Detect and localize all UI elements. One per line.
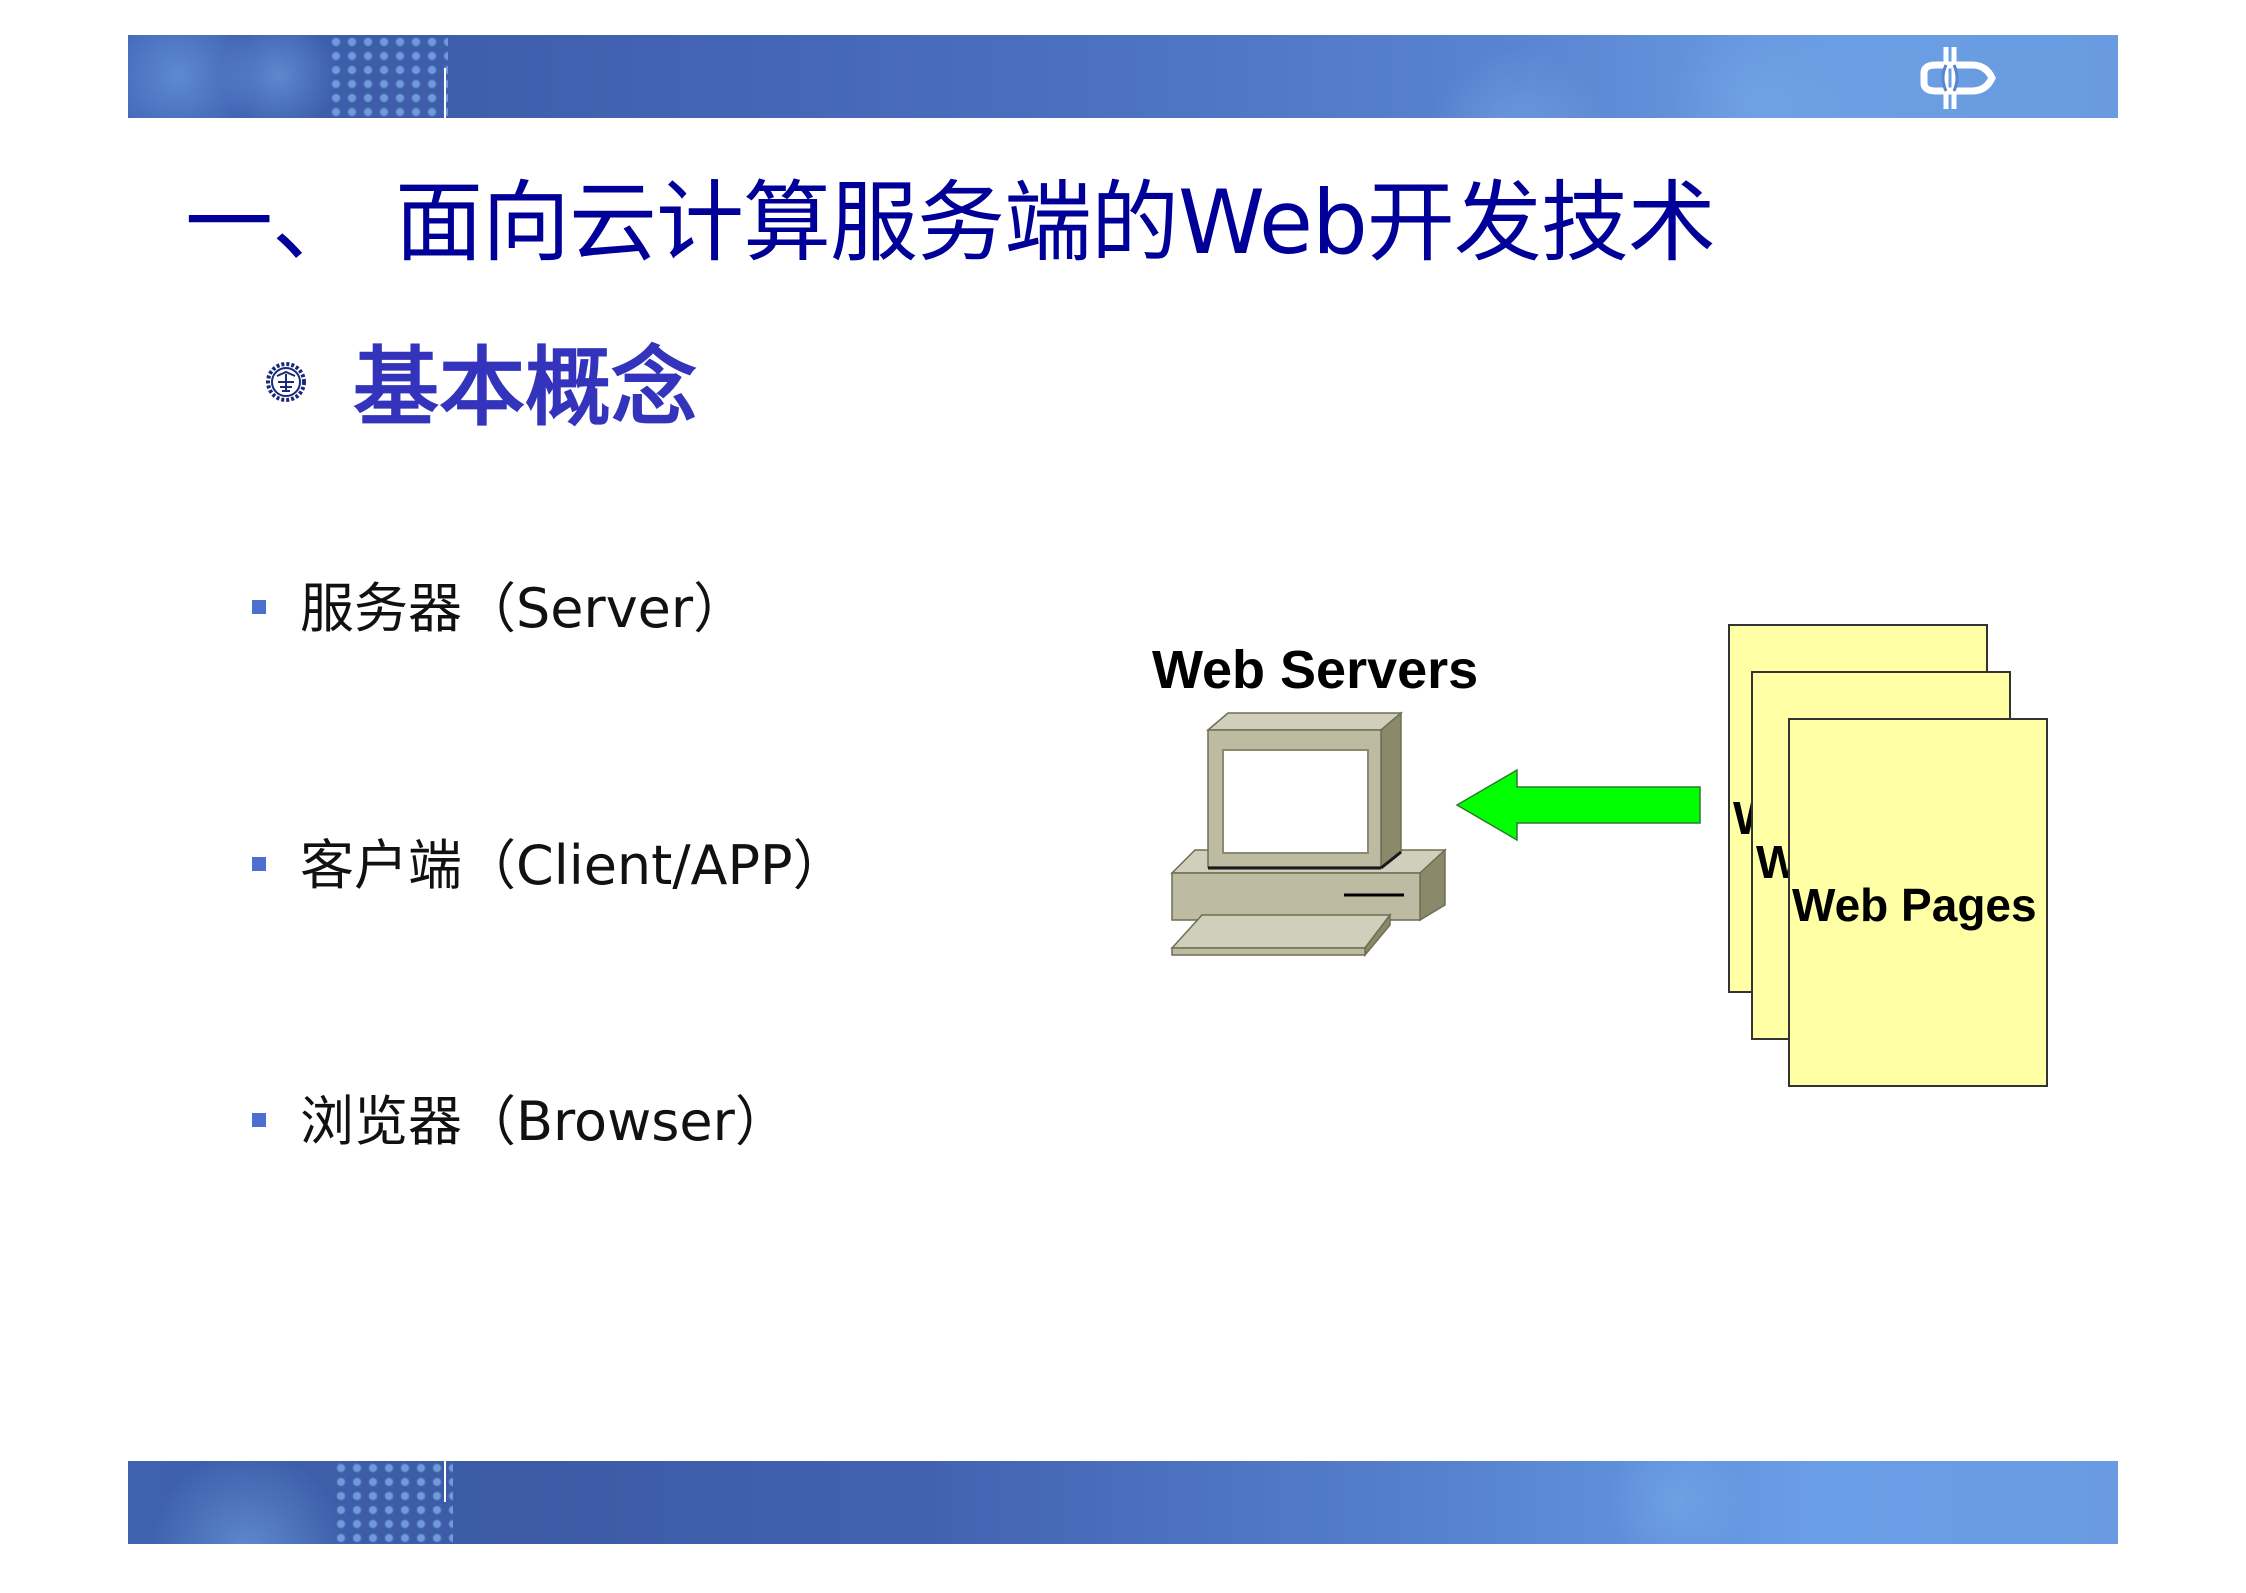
- bullet-label: 浏览器（Browser）: [300, 1090, 789, 1153]
- banner-divider: [444, 1461, 446, 1502]
- bullet-square-icon: [252, 1113, 266, 1127]
- web-pages-label: Web Pages: [1792, 879, 2037, 931]
- university-logo-icon: [1916, 45, 1996, 111]
- banner-decoration: [1668, 35, 1848, 118]
- bullet-square-icon: [252, 600, 266, 614]
- web-page-front: Web Pages: [1788, 718, 2048, 1087]
- arrow-left-icon: [1455, 768, 1701, 842]
- bullet-label: 服务器（Server）: [300, 577, 748, 640]
- university-emblem-icon: [266, 362, 306, 402]
- computer-icon: [1170, 711, 1447, 958]
- banner-dots: [333, 1461, 453, 1544]
- banner-divider: [444, 68, 446, 118]
- bullet-label: 客户端（Client/APP）: [300, 834, 847, 897]
- title-text: 面向云计算服务端的Web开发技术: [395, 171, 1716, 274]
- banner-dots: [328, 35, 448, 118]
- banner-decoration: [218, 35, 338, 118]
- web-servers-label: Web Servers: [1152, 640, 1479, 700]
- bullet-square-icon: [252, 857, 266, 871]
- banner-decoration: [1428, 45, 1608, 118]
- footer-banner: [128, 1461, 2118, 1544]
- banner-decoration: [1608, 1461, 1748, 1544]
- page-title: 一、面向云计算服务端的Web开发技术: [185, 168, 1716, 278]
- header-banner: [128, 35, 2118, 118]
- title-number: 一、: [185, 171, 360, 274]
- banner-decoration: [148, 1461, 348, 1544]
- section-heading: 基本概念: [353, 338, 697, 438]
